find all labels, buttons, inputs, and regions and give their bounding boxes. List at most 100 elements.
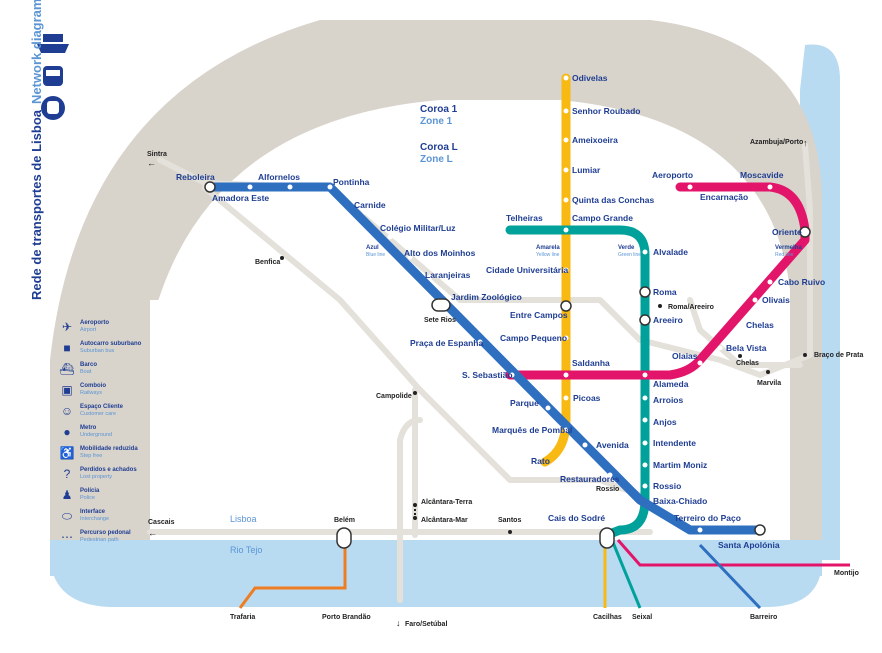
station-senhor-roubado: Senhor Roubado: [572, 106, 640, 116]
station-jardim-zoologico: Jardim Zoológico: [451, 292, 522, 302]
station-cais-sodre: Cais do Sodré: [548, 513, 605, 523]
station-marvila: Marvila: [757, 380, 781, 387]
station-campo-grande: Campo Grande: [572, 213, 633, 223]
ferry-lines: [238, 539, 850, 610]
river-label-tejo: Rio Tejo: [230, 545, 262, 555]
station-alcantara-mar: Alcântara-Mar: [421, 517, 468, 524]
station-baixa-chiado: Baixa-Chiado: [653, 496, 707, 506]
station-oriente: Oriente: [772, 227, 802, 237]
station-alameda: Alameda: [653, 379, 689, 389]
station-terreiro-paco: Terreiro do Paço: [674, 513, 741, 523]
zone-l-ground: [150, 300, 790, 540]
arrow-azambuja: ↑: [803, 138, 808, 148]
station-azambuja-porto: Azambuja/Porto: [750, 139, 803, 146]
station-reboleira: Reboleira: [176, 172, 215, 182]
arrow-sintra: ←: [147, 158, 156, 168]
river-band: [50, 540, 822, 576]
station-areeiro: Areeiro: [653, 315, 683, 325]
station-ameixoeira: Ameixoeira: [572, 135, 618, 145]
station-roma: Roma: [653, 287, 677, 297]
station-telheiras: Telheiras: [506, 213, 543, 223]
station-montijo: Montijo: [834, 570, 859, 577]
station-intendente: Intendente: [653, 438, 696, 448]
station-benfica: Benfica: [255, 259, 280, 266]
boat-icon: [37, 34, 69, 53]
station-chelas: Chelas: [746, 320, 774, 330]
station-parque: Parque: [510, 398, 539, 408]
airplane-icon: ✈: [61, 320, 73, 334]
station-praca-espanha: Praça de Espanha: [410, 338, 484, 348]
line-label-blue: Azul: [366, 245, 379, 251]
interchanges: [204, 181, 811, 549]
wheelchair-icon: ♿: [59, 446, 75, 460]
station-carnide: Carnide: [354, 200, 386, 210]
line-label-green: Verde: [618, 245, 635, 251]
station-moscavide: Moscavide: [740, 170, 784, 180]
station-alvalade: Alvalade: [653, 247, 688, 257]
map-title: Rede de transportes de LisboaNetwork dia…: [28, 0, 46, 300]
station-belem: Belém: [334, 517, 355, 524]
zone-1-pt: Coroa 1: [420, 104, 458, 115]
station-santa-apolonia: Santa Apolónia: [718, 540, 780, 550]
pedestrian-path-icon: ⋯: [61, 530, 73, 544]
station-sintra: Sintra: [147, 151, 167, 158]
station-alcantara-terra: Alcântara-Terra: [421, 499, 472, 506]
train-icon: [43, 66, 63, 86]
station-odivelas: Odivelas: [572, 73, 608, 83]
station-dots: [247, 75, 773, 533]
station-rato: Rato: [531, 456, 550, 466]
station-roma-areeiro: Roma/Areeiro: [668, 304, 714, 311]
station-trafaria: Trafaria: [230, 614, 255, 621]
boat-icon: ⛴: [59, 362, 75, 376]
zone-l-en: Zone L: [420, 154, 453, 165]
station-faro-setubal: Faro/Setúbal: [405, 621, 447, 628]
line-label-blue-en: Blue line: [366, 252, 385, 258]
station-laranjeiras: Laranjeiras: [425, 270, 471, 280]
line-label-red-en: Red line: [775, 252, 794, 258]
station-arroios: Arroios: [653, 395, 684, 405]
line-label-green-en: Green line: [618, 252, 641, 258]
station-porto-brandao: Porto Brandão: [322, 614, 371, 621]
station-amadora-este: Amadora Este: [212, 193, 269, 203]
station-campo-pequeno: Campo Pequeno: [500, 333, 567, 343]
zone-1-band: [50, 20, 822, 540]
lost-property-icon: ?: [63, 467, 71, 481]
station-saldanha: Saldanha: [572, 358, 610, 368]
train-icon: ▣: [61, 383, 73, 397]
station-olaias: Olaias: [672, 351, 698, 361]
title-pt: Rede de transportes de Lisboa: [29, 110, 44, 300]
mode-icons: [33, 26, 93, 336]
arrow-cascais: ←: [148, 528, 157, 538]
interchange-icon: ⬭: [61, 508, 73, 523]
customer-care-icon: ☺: [60, 404, 74, 418]
station-picoas: Picoas: [573, 393, 601, 403]
station-avenida: Avenida: [596, 440, 629, 450]
river-label-lisboa: Lisboa: [230, 514, 257, 524]
metro-icon: [41, 96, 65, 120]
police-icon: ♟: [61, 488, 73, 502]
station-lumiar: Lumiar: [572, 165, 601, 175]
station-rossio: Rossio: [653, 481, 681, 491]
metro-icon: ●: [63, 425, 71, 439]
labels: Coroa 1 Zone 1 Coroa L Zone L Odivelas S…: [147, 73, 864, 628]
station-encarnacao: Encarnação: [700, 192, 748, 202]
station-santos: Santos: [498, 517, 521, 524]
station-cascais: Cascais: [148, 519, 175, 526]
station-entre-campos: Entre Campos: [510, 310, 568, 320]
station-olivais: Olivais: [762, 295, 790, 305]
zone-l-pt: Coroa L: [420, 142, 458, 153]
station-campolide: Campolide: [376, 393, 412, 400]
station-barreiro: Barreiro: [750, 614, 777, 621]
station-cacilhas: Cacilhas: [593, 614, 622, 621]
station-quinta-conchas: Quinta das Conchas: [572, 195, 654, 205]
